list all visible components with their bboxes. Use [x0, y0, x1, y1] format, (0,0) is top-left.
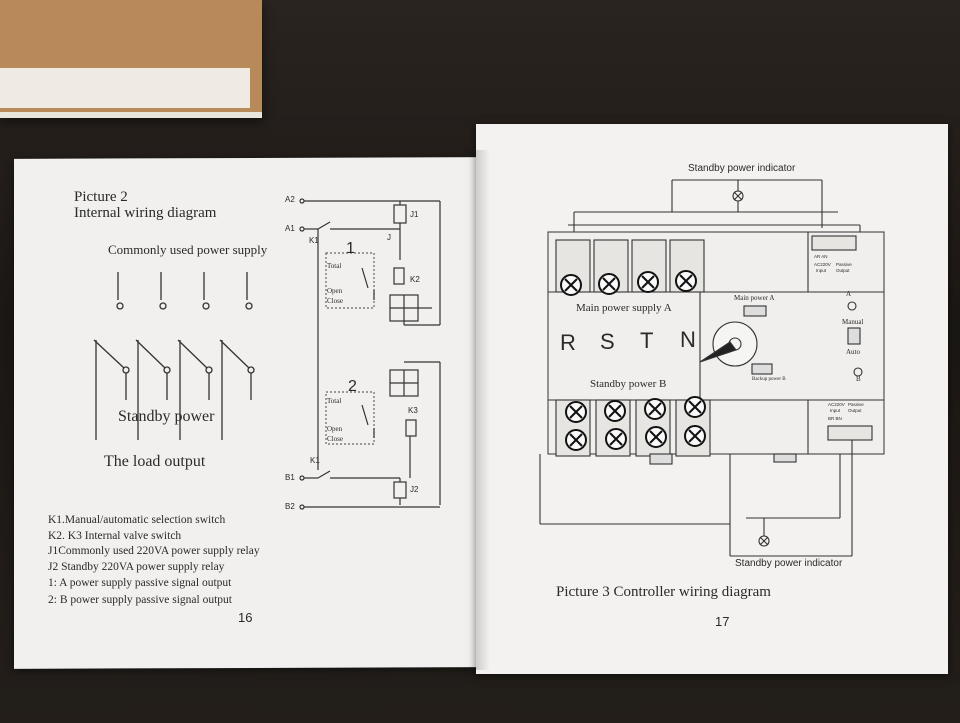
terminal-a2: A2 [285, 195, 295, 204]
bottom-block-passive: Passive [848, 402, 864, 407]
standby-indicator-top-label: Standby power indicator [688, 163, 796, 174]
top-block-ar-an: AR AN [814, 254, 828, 259]
terminal-k1-bottom: K1 [310, 456, 320, 465]
switch-b-label: B [856, 375, 861, 383]
terminal-j: J [387, 233, 391, 242]
controller2-open: Open [327, 425, 343, 433]
legend-item: 2: B power supply passive signal output [48, 594, 232, 606]
controller2-number: 2 [348, 378, 357, 395]
standby-indicator-bottom-label: Standby power indicator [735, 558, 843, 569]
terminal-a1: A1 [285, 224, 295, 233]
terminal-j2: J2 [410, 485, 419, 494]
bottom-block-br-bn: BR BN [828, 416, 842, 421]
picture3-caption: Picture 3 Controller wiring diagram [556, 584, 771, 600]
main-power-a-label: Main power A [734, 294, 775, 302]
phase-s: S [600, 329, 615, 354]
controller2-close: Close [327, 435, 343, 443]
controller1-total: Total [327, 262, 342, 270]
manual-label: Manual [842, 318, 864, 326]
standby-supply-label: Standby power B [590, 378, 667, 390]
auto-label: Auto [846, 348, 860, 356]
top-block-passive: Passive [836, 262, 852, 267]
common-supply-label: Commonly used power supply [108, 242, 268, 257]
terminal-b1: B1 [285, 473, 295, 482]
bottom-block-input: Input [830, 408, 841, 413]
phase-t: T [640, 328, 654, 353]
legend-item: J2 Standby 220VA power supply relay [48, 561, 225, 573]
top-block-output: Output [836, 268, 850, 273]
main-supply-label: Main power supply A [576, 302, 672, 314]
standby-power-label: Standby power [118, 408, 215, 425]
cardboard-box [0, 0, 262, 118]
switch-a-label: A [846, 290, 852, 298]
legend-item: K1.Manual/automatic selection switch [48, 514, 226, 526]
terminal-b2: B2 [285, 502, 295, 511]
controller2-total: Total [327, 397, 342, 405]
page-number-left: 16 [238, 610, 253, 625]
backup-power-b-label: Backup power B [752, 377, 786, 382]
bottom-block-ac220v: AC220V [828, 402, 845, 407]
terminal-k3: K3 [408, 406, 418, 415]
box-flap [0, 68, 250, 108]
legend-item: 1: A power supply passive signal output [48, 577, 232, 589]
load-output-label: The load output [104, 453, 206, 470]
page-number-right: 17 [715, 614, 730, 629]
top-block-input: Input [816, 268, 827, 273]
terminal-k1-top: K1 [309, 236, 319, 245]
controller1-open: Open [327, 287, 343, 295]
controller1-number: 1 [346, 240, 355, 257]
legend-item: J1Commonly used 220VA power supply relay [48, 545, 260, 557]
phase-r: R [560, 330, 576, 355]
picture2-title: Picture 2 [74, 189, 128, 205]
top-block-ac220v: AC220V [814, 262, 831, 267]
bottom-block-output: Output [848, 408, 862, 413]
book-gutter [476, 150, 490, 670]
controller1-close: Close [327, 297, 343, 305]
terminal-j1: J1 [410, 210, 419, 219]
phase-n: N [680, 327, 696, 352]
picture2-subtitle: Internal wiring diagram [74, 205, 217, 221]
legend-item: K2. K3 Internal valve switch [48, 530, 182, 542]
terminal-k2: K2 [410, 275, 420, 284]
